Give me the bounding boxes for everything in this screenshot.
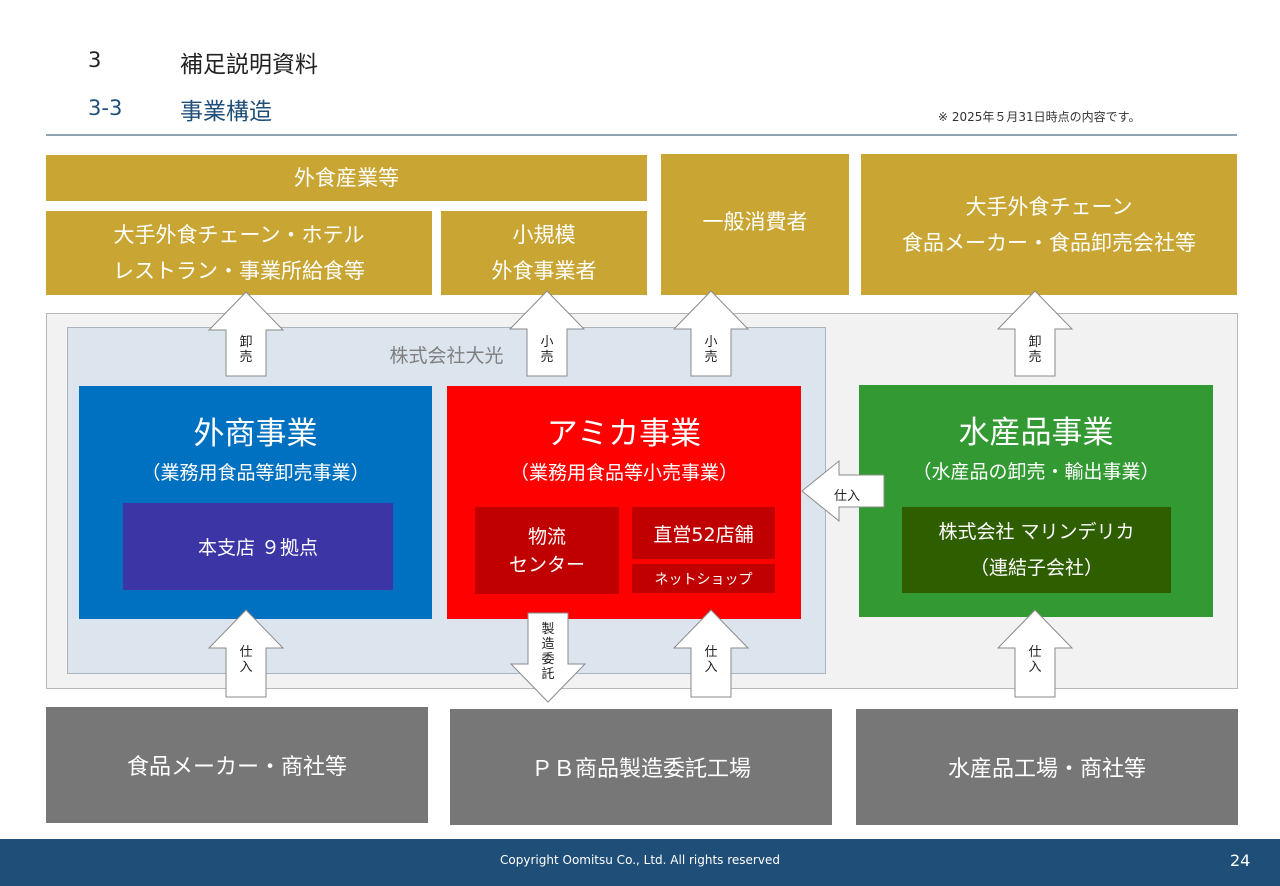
label-seizo: 製造委託 (541, 622, 555, 682)
left-arrow-shiire (801, 459, 885, 523)
customer-marine-line2: 食品メーカー・食品卸売会社等 (902, 230, 1196, 255)
gaisho-title: 外商事業 (193, 416, 318, 452)
customer-large-chains-line2: レストラン・事業所給食等 (113, 259, 365, 283)
up-arrow-oroshi-right (996, 290, 1074, 377)
amika-logistics-box: 物流 センター (475, 507, 619, 594)
amika-subtitle: （業務用食品等小売事業） (509, 462, 738, 484)
up-arrow-kouri-consumer (672, 290, 750, 377)
marine-subsidiary-line1: 株式会社 マリンデリカ (938, 521, 1135, 543)
customer-large-chains-line1: 大手外食チェーン・ホテル (113, 223, 365, 247)
supplier-food-makers-label: 食品メーカー・商社等 (126, 755, 347, 780)
amika-title: アミカ事業 (546, 416, 702, 452)
down-arrow-seizo (509, 612, 587, 703)
supplier-food-makers-box: 食品メーカー・商社等 (46, 707, 428, 823)
customer-consumers-box: 一般消費者 (661, 154, 849, 295)
marine-subtitle: （水産品の卸売・輸出事業） (912, 461, 1160, 483)
amika-netshop-box: ネットショップ (632, 564, 775, 593)
company-name: 株式会社大光 (389, 345, 504, 367)
label-kouri-small: 小売 (540, 335, 554, 365)
gaisho-branches-label: 本支店 ９拠点 (197, 537, 319, 559)
label-kouri-consumer: 小売 (704, 335, 718, 365)
label-oroshi-left: 卸売 (239, 335, 253, 365)
customer-marine-line1: 大手外食チェーン (965, 194, 1133, 219)
up-arrow-kouri-small (508, 290, 586, 377)
label-shiire-food: 仕入 (239, 645, 253, 675)
section-title: 補足説明資料 (180, 52, 318, 78)
gaisho-branches-box: 本支店 ９拠点 (123, 503, 393, 590)
marine-subsidiary-box: 株式会社 マリンデリカ （連結子会社） (902, 507, 1171, 593)
customer-small-line2: 外食事業者 (491, 259, 597, 283)
marine-title: 水産品事業 (958, 415, 1114, 451)
supplier-pb-factory-box: ＰＢ商品製造委託工場 (450, 709, 832, 825)
marine-subsidiary-line2: （連結子会社） (969, 557, 1103, 579)
amika-stores-box: 直営52店舗 (632, 507, 775, 559)
up-arrow-shiire-food (207, 609, 285, 698)
gaisho-subtitle: （業務用食品等卸売事業） (141, 462, 370, 484)
label-shiire-side: 仕入 (834, 489, 861, 504)
page-number: 24 (1230, 851, 1251, 870)
amika-logistics-line2: センター (508, 553, 585, 576)
copyright-text: Copyright Oomitsu Co., Ltd. All rights r… (500, 853, 780, 867)
label-shiire-amika: 仕入 (704, 645, 718, 675)
customer-small-box: 小規模 外食事業者 (441, 211, 647, 295)
up-arrow-shiire-marine (996, 609, 1074, 698)
amika-netshop-label: ネットショップ (654, 571, 753, 588)
customer-small-line1: 小規模 (512, 223, 576, 247)
up-arrow-oroshi-left (207, 291, 285, 377)
page-title: 事業構造 (180, 99, 272, 125)
up-arrow-shiire-amika (672, 609, 750, 698)
customer-consumers-label: 一般消費者 (702, 210, 808, 234)
amika-stores-label: 直営52店舗 (653, 523, 754, 546)
supplier-marine-factory-label: 水産品工場・商社等 (947, 757, 1146, 782)
supplier-pb-factory-label: ＰＢ商品製造委託工場 (530, 757, 751, 782)
label-oroshi-right: 卸売 (1028, 335, 1042, 365)
customer-large-chains-box: 大手外食チェーン・ホテル レストラン・事業所給食等 (46, 211, 432, 295)
customer-marine-box: 大手外食チェーン 食品メーカー・食品卸売会社等 (861, 154, 1237, 295)
label-shiire-marine: 仕入 (1028, 645, 1042, 675)
date-note: ※ 2025年５月31日時点の内容です。 (938, 110, 1141, 124)
footer-bar (0, 839, 1280, 886)
section-number: 3 (88, 48, 102, 72)
customer-gaishoku-label: 外食産業等 (294, 166, 399, 190)
customer-gaishoku-box: 外食産業等 (46, 155, 647, 201)
subsection-number: 3-3 (88, 96, 123, 120)
header-divider (46, 134, 1237, 136)
amika-logistics-line1: 物流 (527, 525, 566, 548)
supplier-marine-factory-box: 水産品工場・商社等 (856, 709, 1238, 825)
